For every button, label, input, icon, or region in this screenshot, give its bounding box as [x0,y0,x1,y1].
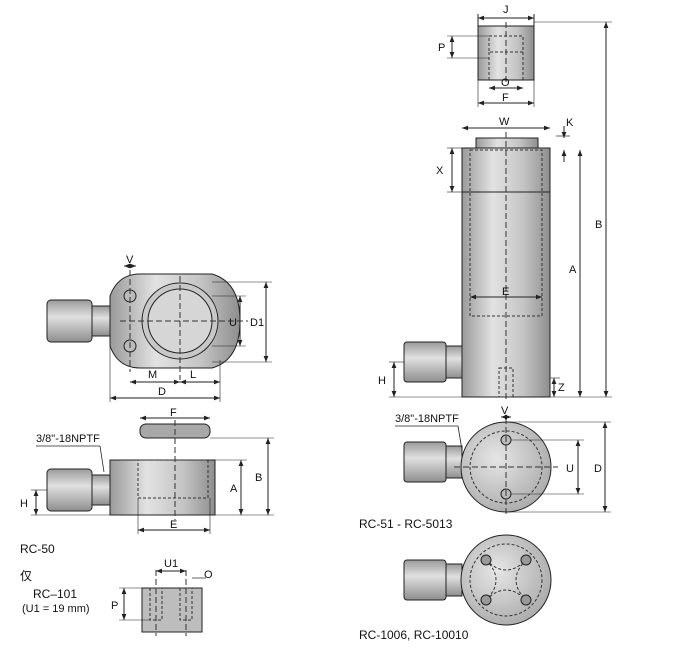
caption-rc1006: RC-1006, RC-10010 [359,628,469,642]
dim-label-V-rc51: V [501,405,509,417]
dim-label-E: E [502,286,509,298]
rc50-top-view [46,263,272,402]
dim-label-H-rc50: H [20,498,28,510]
thread-label-rc51: 3/8"-18NPTF [395,413,459,425]
caption-only: 仅 [20,569,32,583]
dim-label-U1: U1 [164,558,178,570]
rc101-saddle-detail [119,568,206,636]
dim-label-F-rc50: F [170,407,177,419]
cylinder-top-view [395,414,611,516]
saddle-detail [447,14,535,107]
dim-label-V-rc50: V [126,254,134,266]
dim-label-B: B [595,219,602,231]
rc1006-top-view [403,534,552,626]
caption-rc50: RC-50 [20,542,55,556]
dim-label-D-rc51: D [594,463,602,475]
caption-rc101-note: (U1 = 19 mm) [22,603,90,615]
dim-label-A-rc50: A [230,483,238,495]
dim-label-H: H [378,375,386,387]
dim-label-P: P [438,42,445,54]
dim-label-U-rc50: U [229,317,237,329]
dim-label-P-rc101: P [111,600,118,612]
dim-label-Z: Z [558,382,565,394]
caption-rc51: RC-51 - RC-5013 [359,517,453,531]
dim-label-F: F [502,92,509,104]
dim-label-M: M [148,369,157,381]
dim-label-U-rc51: U [566,463,574,475]
dim-label-A: A [569,264,577,276]
dim-label-J: J [503,4,509,16]
dim-label-D-rc50: D [158,386,166,398]
dim-label-O: O [501,77,510,89]
dim-label-E-rc50: E [170,519,177,531]
rc50-side-view [31,415,274,534]
dim-label-D1: D1 [250,317,264,329]
cylinder-side-view [389,21,612,400]
dim-label-K: K [566,117,574,129]
dim-label-O-rc101: O [204,569,213,581]
dim-label-B-rc50: B [255,472,262,484]
dim-label-W: W [499,116,510,128]
dim-label-X: X [436,165,444,177]
caption-rc101: RC–101 [33,587,77,601]
dim-label-L: L [190,369,196,381]
thread-label-rc50: 3/8"-18NPTF [36,433,100,445]
